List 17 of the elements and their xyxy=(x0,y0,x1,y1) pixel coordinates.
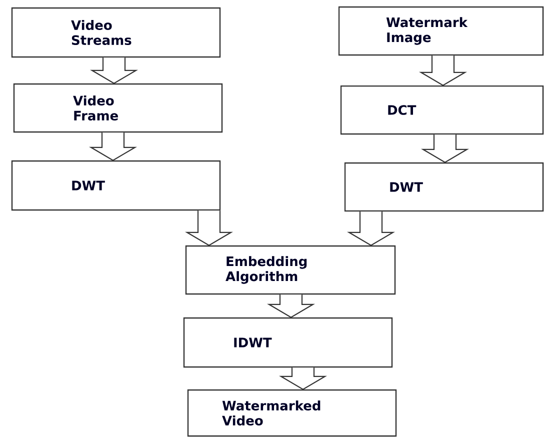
block-arrow xyxy=(419,55,468,86)
process-box: DWT xyxy=(11,160,221,211)
process-box: Watermarked Video xyxy=(187,389,397,437)
block-arrow xyxy=(90,57,138,84)
block-arrow xyxy=(267,294,316,318)
block-arrow xyxy=(278,367,328,390)
process-box: DWT xyxy=(344,162,544,212)
block-arrow xyxy=(421,134,470,164)
block-arrow xyxy=(346,211,396,246)
block-arrow xyxy=(88,132,138,162)
process-box: Video Frame xyxy=(13,83,223,133)
block-arrow xyxy=(185,210,234,246)
process-box: Embedding Algorithm xyxy=(185,245,396,295)
process-box: Video Streams xyxy=(11,7,221,58)
process-box: IDWT xyxy=(183,317,393,368)
process-box: DCT xyxy=(340,85,544,135)
process-box: Watermark Image xyxy=(338,6,544,56)
